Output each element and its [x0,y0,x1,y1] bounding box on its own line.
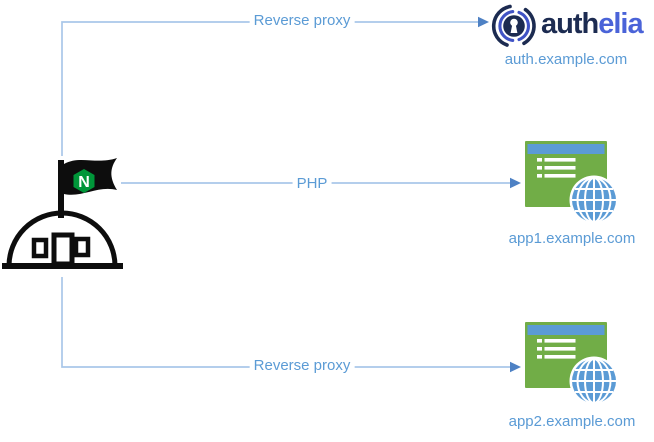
authelia-outer-arc-right [522,7,536,46]
window-left [31,237,49,259]
app1-icon [525,141,619,225]
app2-domain-label: app2.example.com [508,413,636,430]
globe-icon [569,175,619,225]
authelia-wordmark-light: elia [598,8,643,40]
authelia-outer-arc-left [491,4,512,47]
flag-pole [58,160,64,218]
keyhole-circle [510,18,518,27]
authelia-wordmark-dark: auth [541,8,599,40]
dome-outline [6,210,118,267]
app-window-titlebar [527,144,605,154]
connector-nginx-authelia-line [61,21,478,156]
app-window-list [537,339,576,359]
authelia-wordmark: authelia [541,8,644,41]
connector-nginx-app2-line [61,277,510,368]
window-right [73,236,91,258]
door [51,232,75,267]
nginx-base-icon: N [2,158,123,269]
auth-domain-label: auth.example.com [504,51,628,68]
app2-icon [525,322,619,406]
connector-nginx-app1-arrowhead-icon [510,177,521,189]
connector-nginx-authelia-arrowhead-icon [478,16,489,28]
connector-label-reverse-proxy-top: Reverse proxy [249,12,355,30]
authelia-inner-arc-left [498,10,515,42]
app-window-titlebar [527,325,605,335]
connector-nginx-app2-arrowhead-icon [510,361,521,373]
authelia-lock-icon [491,4,536,47]
connector-label-reverse-proxy-bottom: Reverse proxy [249,357,355,375]
connector-label-php: PHP [292,175,332,193]
nginx-logo-icon [73,169,95,193]
app-window-list [537,158,576,178]
globe-icon [569,356,619,406]
keyhole-stem [510,25,518,33]
app1-domain-label: app1.example.com [508,230,636,247]
nginx-logo-letter: N [78,174,90,191]
authelia-inner-arc-right [517,10,531,42]
